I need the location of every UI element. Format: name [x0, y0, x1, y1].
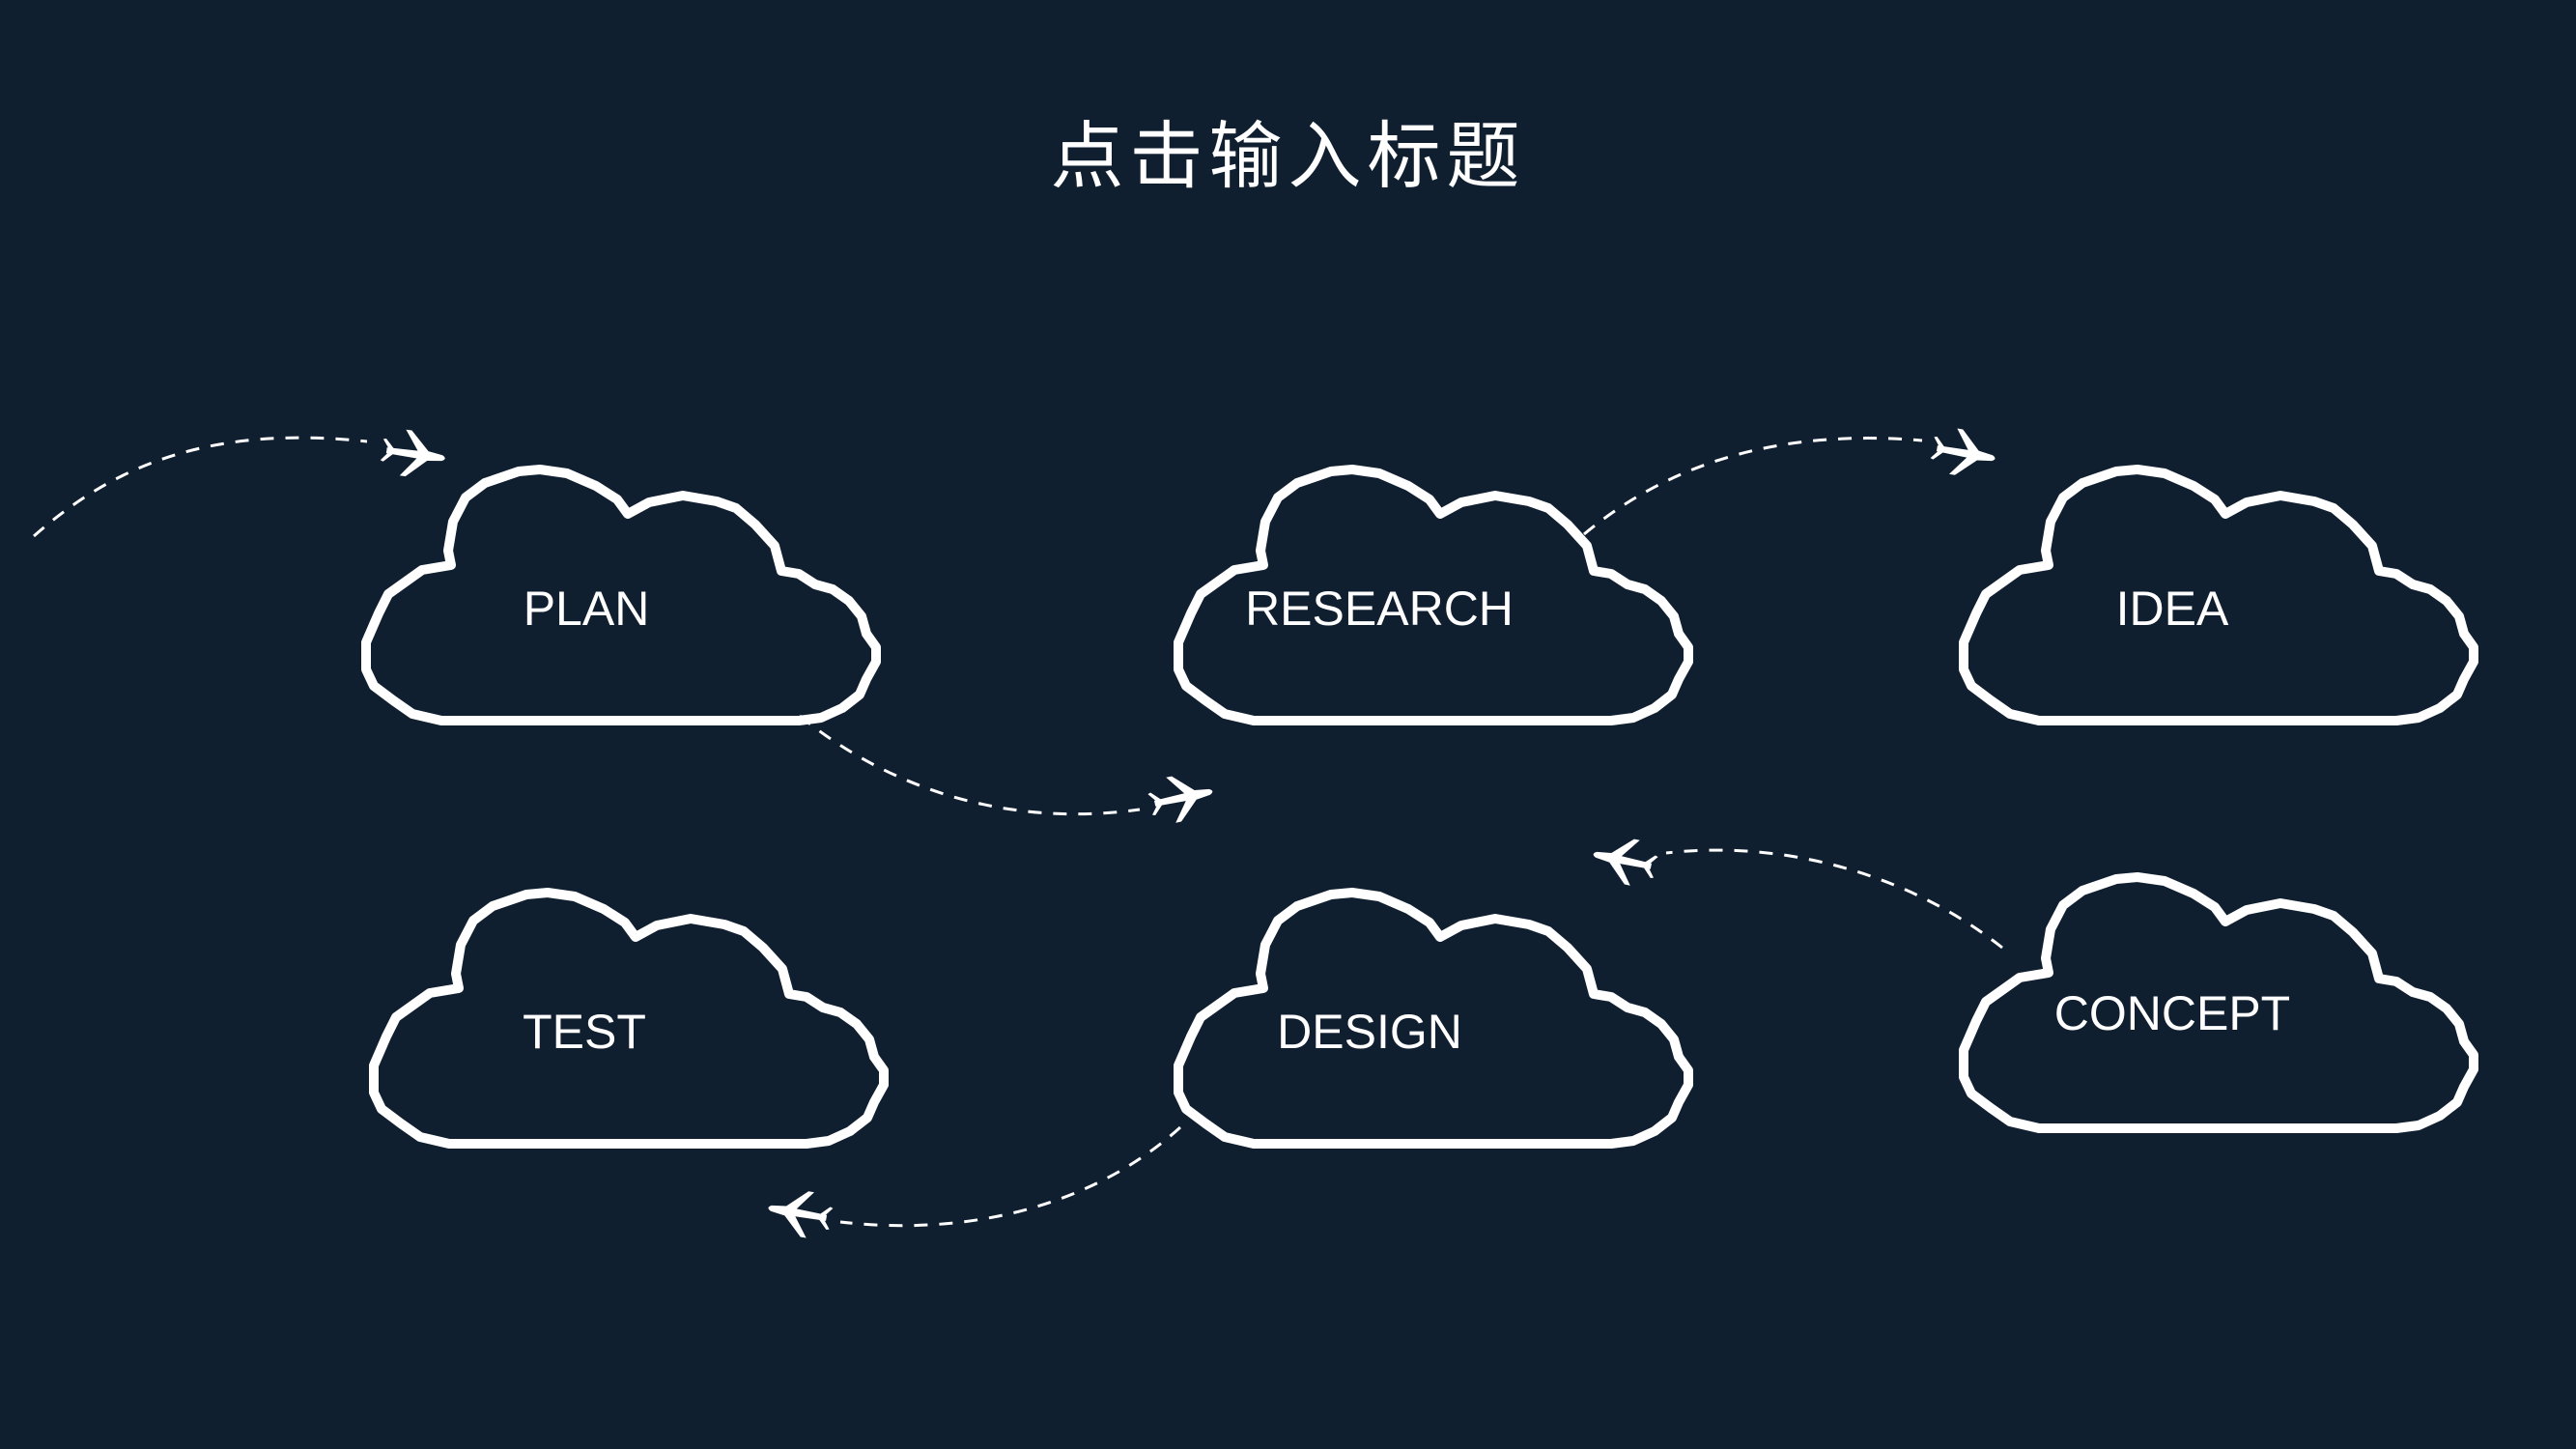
cloud-concept[interactable]: CONCEPT	[1964, 877, 2474, 1128]
cloud-design[interactable]: DESIGN	[1178, 893, 1688, 1144]
cloud-label-design: DESIGN	[1277, 1005, 1462, 1059]
cloud-test[interactable]: TEST	[374, 893, 884, 1144]
flight-path-concept-design	[1665, 848, 2003, 950]
airplane-icon	[1928, 424, 1999, 482]
cloud-research[interactable]: RESEARCH	[1178, 469, 1688, 721]
airplane-icon	[378, 426, 449, 482]
cloud-idea[interactable]: IDEA	[1964, 469, 2474, 721]
cloud-plan[interactable]: PLAN	[366, 469, 876, 721]
flight-path-design-test	[839, 1125, 1182, 1228]
flight-path-research-idea	[1583, 437, 1923, 536]
airplane-icon	[764, 1184, 835, 1242]
cloud-label-research: RESEARCH	[1245, 582, 1514, 636]
cloud-label-concept: CONCEPT	[2054, 986, 2290, 1040]
flight-path-plan	[33, 436, 368, 538]
cloud-label-test: TEST	[523, 1005, 646, 1059]
flight-path-plan-research	[799, 714, 1141, 816]
airplane-icon	[1145, 768, 1218, 828]
airplane-icon	[1588, 831, 1661, 891]
slide-title[interactable]: 点击输入标题	[1050, 113, 1526, 199]
cloud-label-idea: IDEA	[2116, 582, 2229, 636]
cloud-label-plan: PLAN	[524, 582, 650, 636]
